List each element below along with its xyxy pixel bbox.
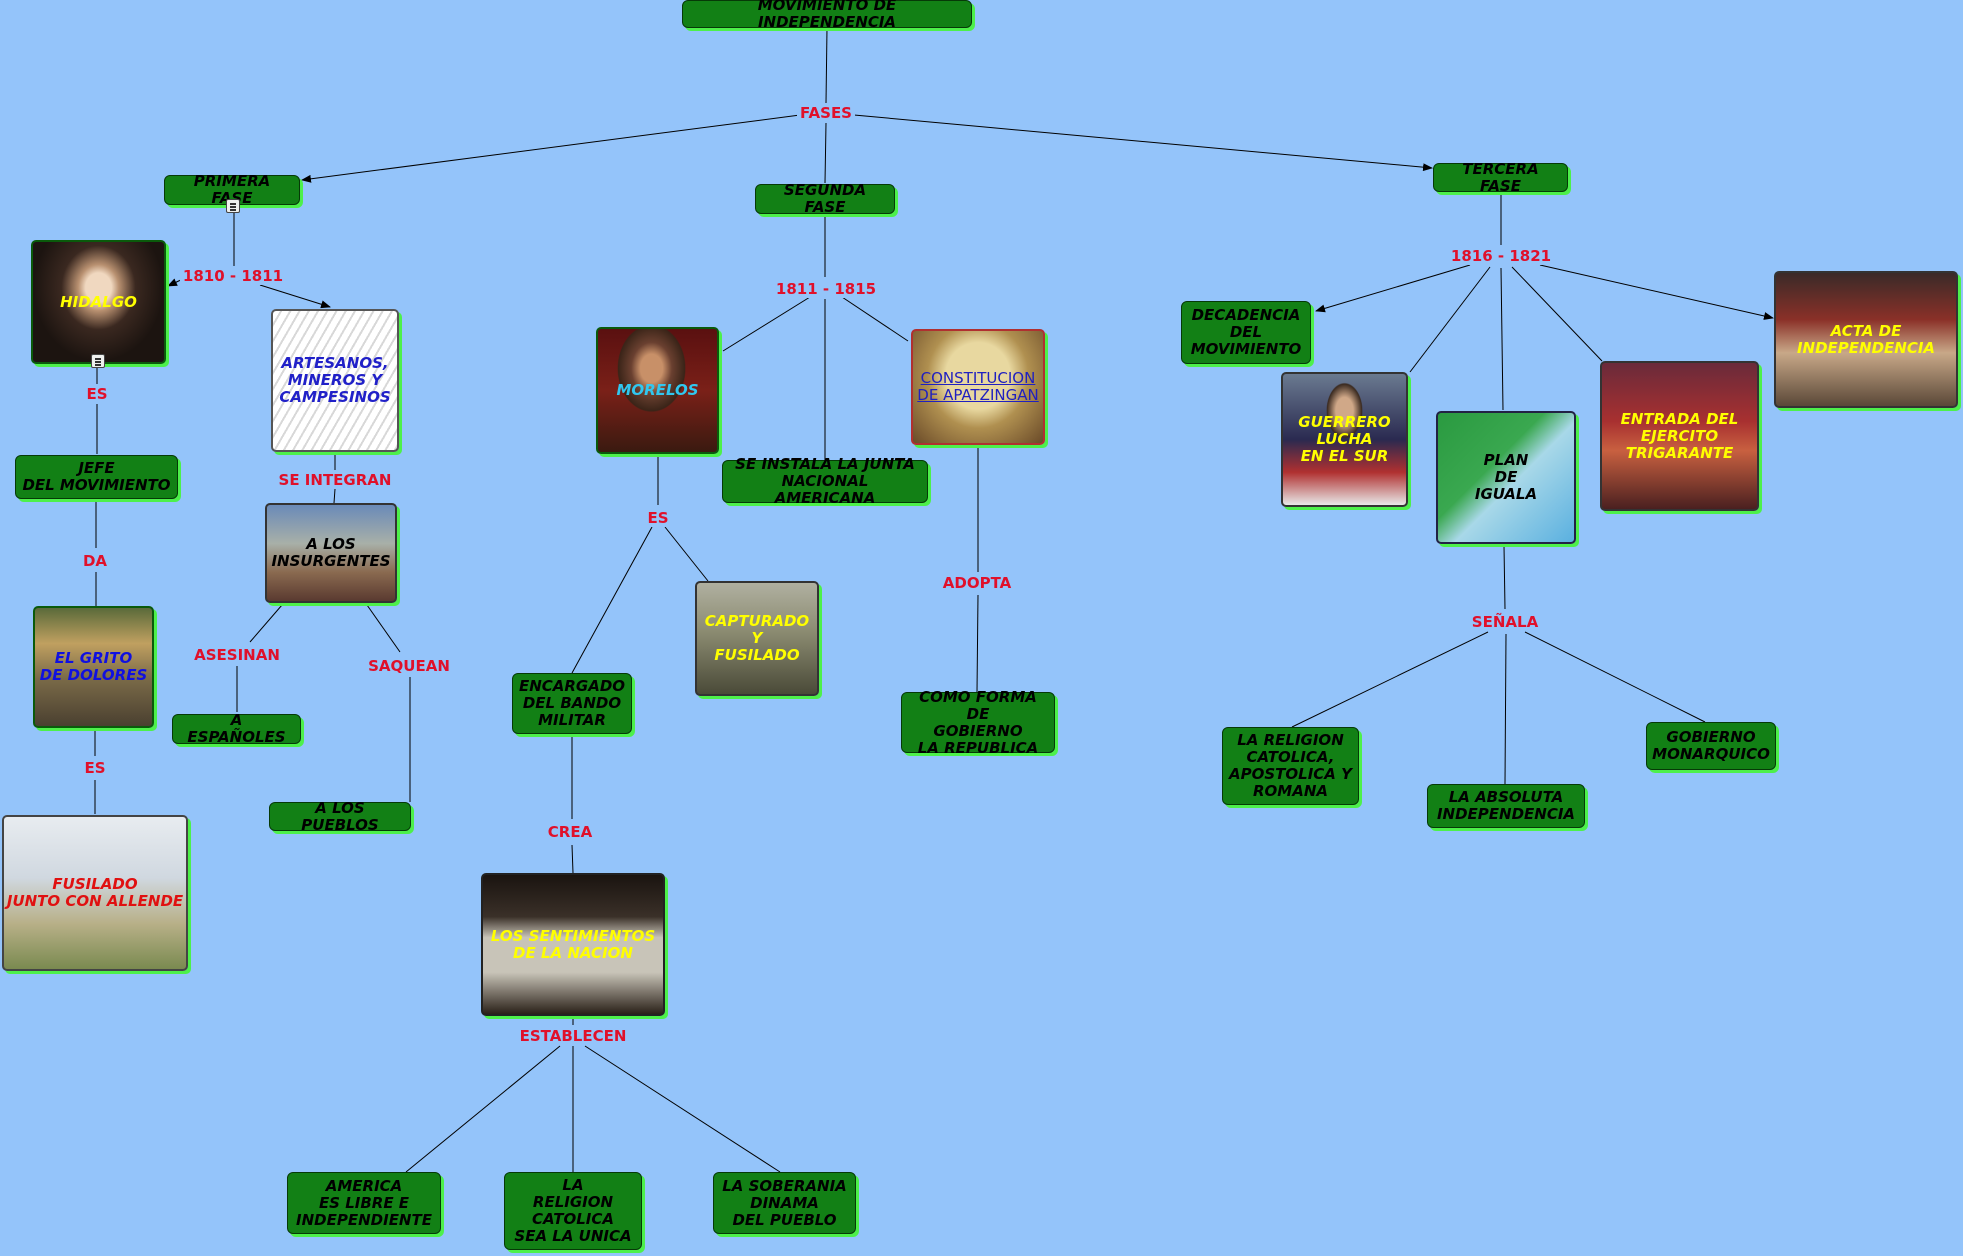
node-religion-unica[interactable]: LA RELIGION CATOLICA SEA LA UNICA bbox=[504, 1172, 642, 1250]
node-forma-de-gobierno[interactable]: COMO FORMA DE GOBIERNO LA REPUBLICA bbox=[901, 688, 1055, 756]
image-node-capturado[interactable]: CAPTURADO Y FUSILADO bbox=[695, 581, 819, 696]
link-label-es: ES bbox=[81, 759, 109, 777]
image-node-trigarante[interactable]: ENTRADA DEL EJERCITO TRIGARANTE bbox=[1600, 361, 1759, 511]
node-a-los-pueblos[interactable]: A LOS PUEBLOS bbox=[269, 799, 411, 833]
link-label-se-integran: SE INTEGRAN bbox=[275, 471, 395, 489]
constitucion-label: CONSTITUCION DE APATZINGAN bbox=[917, 369, 1039, 404]
guerrero-label: GUERRERO LUCHA EN EL SUR bbox=[1298, 413, 1391, 465]
capturado-label: CAPTURADO Y FUSILADO bbox=[704, 612, 810, 664]
link-label-saquean: SAQUEAN bbox=[365, 657, 453, 675]
link-label-senala: SEÑALA bbox=[1468, 613, 1542, 631]
image-node-constitucion[interactable]: CONSTITUCION DE APATZINGAN bbox=[911, 329, 1045, 445]
node-tercera-fase[interactable]: TERCERA FASE bbox=[1433, 160, 1568, 194]
iguala-label: PLAN DE IGUALA bbox=[1474, 451, 1538, 503]
link-label-establecen: ESTABLECEN bbox=[516, 1027, 630, 1045]
node-america-libre[interactable]: AMERICA ES LIBRE E INDEPENDIENTE bbox=[287, 1172, 441, 1234]
resource-icon[interactable] bbox=[91, 354, 105, 368]
image-node-morelos[interactable]: MORELOS bbox=[596, 327, 719, 454]
resource-icon[interactable] bbox=[226, 199, 240, 213]
image-node-guerrero[interactable]: GUERRERO LUCHA EN EL SUR bbox=[1281, 372, 1408, 507]
node-a-espanoles[interactable]: A ESPAÑOLES bbox=[172, 712, 301, 746]
link-label-asesinan: ASESINAN bbox=[191, 646, 283, 664]
hidalgo-label: HIDALGO bbox=[60, 292, 137, 311]
link-label-es: ES bbox=[83, 385, 111, 403]
node-gobierno-monarquico[interactable]: GOBIERNO MONARQUICO bbox=[1646, 722, 1776, 770]
image-node-acta[interactable]: ACTA DE INDEPENDENCIA bbox=[1774, 271, 1958, 408]
trigarante-label: ENTRADA DEL EJERCITO TRIGARANTE bbox=[1620, 409, 1739, 462]
image-node-grito-de-dolores[interactable]: EL GRITO DE DOLORES bbox=[33, 606, 154, 728]
node-absoluta-independencia[interactable]: LA ABSOLUTA INDEPENDENCIA bbox=[1427, 784, 1585, 828]
image-node-sentimientos[interactable]: LOS SENTIMIENTOS DE LA NACION bbox=[481, 873, 665, 1016]
image-node-hidalgo[interactable]: HIDALGO bbox=[31, 240, 166, 364]
image-node-fusilado[interactable]: FUSILADO JUNTO CON ALLENDE bbox=[2, 815, 188, 971]
link-label-1816-1821: 1816 - 1821 bbox=[1447, 247, 1555, 265]
grito-label: EL GRITO DE DOLORES bbox=[39, 649, 148, 684]
link-label-es: ES bbox=[644, 509, 672, 527]
link-label-da: DA bbox=[79, 552, 111, 570]
node-religion-apostolica[interactable]: LA RELIGION CATOLICA, APOSTOLICA Y ROMAN… bbox=[1222, 727, 1359, 805]
node-soberania[interactable]: LA SOBERANIA DINAMA DEL PUEBLO bbox=[713, 1172, 856, 1234]
image-node-insurgentes[interactable]: A LOS INSURGENTES bbox=[265, 503, 397, 603]
image-node-artesanos[interactable]: ARTESANOS, MINEROS Y CAMPESINOS bbox=[271, 309, 399, 452]
node-se-instala-la-junta[interactable]: SE INSTALA LA JUNTA NACIONAL AMERICANA bbox=[722, 456, 928, 507]
link-label-adopta: ADOPTA bbox=[939, 574, 1015, 592]
morelos-label: MORELOS bbox=[616, 381, 699, 399]
artesanos-label: ARTESANOS, MINEROS Y CAMPESINOS bbox=[279, 354, 391, 406]
link-label-fases: FASES bbox=[797, 104, 855, 122]
node-segunda-fase[interactable]: SEGUNDA FASE bbox=[755, 182, 895, 216]
insurgentes-label: A LOS INSURGENTES bbox=[271, 535, 391, 570]
link-label-1810-1811: 1810 - 1811 bbox=[179, 267, 287, 285]
fusilado-label: FUSILADO JUNTO CON ALLENDE bbox=[6, 875, 184, 910]
node-encargado-del-bando[interactable]: ENCARGADO DEL BANDO MILITAR bbox=[512, 673, 632, 734]
link-label-1811-1815: 1811 - 1815 bbox=[772, 280, 880, 298]
node-jefe-del-movimiento[interactable]: JEFE DEL MOVIMIENTO bbox=[15, 455, 178, 499]
image-node-plan-de-iguala[interactable]: PLAN DE IGUALA bbox=[1436, 411, 1576, 544]
acta-label: ACTA DE INDEPENDENCIA bbox=[1796, 321, 1936, 357]
link-label-crea: CREA bbox=[544, 823, 596, 841]
sentimientos-label: LOS SENTIMIENTOS DE LA NACION bbox=[490, 926, 656, 962]
node-movimiento-de-independencia[interactable]: MOVIMIENTO DE INDEPENDENCIA bbox=[682, 0, 972, 31]
node-decadencia[interactable]: DECADENCIA DEL MOVIMIENTO bbox=[1181, 301, 1311, 364]
